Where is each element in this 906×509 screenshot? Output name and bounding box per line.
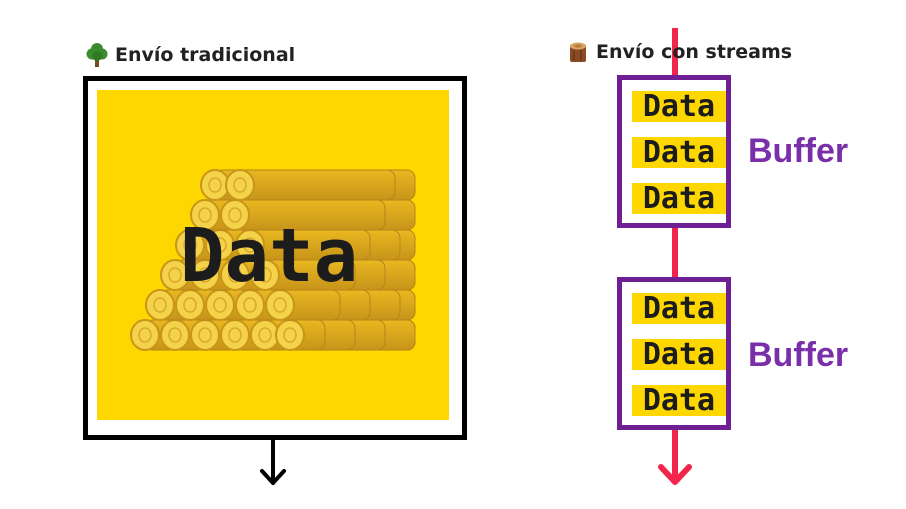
log-ring: [258, 327, 272, 343]
stream-down-arrow-icon: [658, 464, 692, 485]
buffer-label: Buffer: [748, 132, 849, 170]
traditional-down-arrow-icon: [260, 435, 286, 485]
buffer-label: Buffer: [748, 336, 849, 374]
log-ring: [228, 207, 242, 223]
log-end: [190, 199, 220, 231]
log-ring: [243, 237, 257, 253]
log-ring: [183, 297, 197, 313]
log-ring: [213, 297, 227, 313]
log-end: [175, 229, 205, 261]
streams-title: Envío con streams: [596, 41, 793, 63]
data-chunk: Data: [632, 293, 726, 324]
data-chunk: Data: [632, 385, 726, 416]
log-end: [145, 289, 175, 321]
data-chunk: Data: [632, 183, 726, 214]
log-ring: [168, 327, 182, 343]
log-ring: [243, 297, 257, 313]
log-ring: [183, 237, 197, 253]
log-end: [160, 259, 190, 291]
log-ring: [168, 267, 182, 283]
log-ring: [138, 327, 152, 343]
log-ring: [233, 177, 247, 193]
traditional-heading: Envío tradicional: [86, 43, 295, 67]
tree-icon: [86, 43, 108, 67]
log-ring: [198, 327, 212, 343]
log-icon: [570, 42, 586, 62]
buffer-box: Data Data Data: [617, 277, 731, 430]
log-ring: [258, 267, 272, 283]
streams-heading: Envío con streams: [567, 40, 792, 64]
log-ring: [228, 267, 242, 283]
buffer-box: Data Data Data: [617, 75, 731, 228]
data-chunk: Data: [632, 91, 726, 122]
log-end: [225, 169, 255, 201]
data-chunk: Data: [632, 137, 726, 168]
data-chunk: Data: [632, 339, 726, 370]
traditional-title: Envío tradicional: [115, 44, 296, 66]
log-ring: [283, 327, 297, 343]
log-pile-illustration: [130, 169, 416, 351]
log-ring: [213, 237, 227, 253]
log-end: [130, 319, 160, 351]
log-ring: [208, 177, 222, 193]
log-ring: [198, 207, 212, 223]
log-ring: [273, 297, 287, 313]
log-ring: [198, 267, 212, 283]
log-ring: [228, 327, 242, 343]
traditional-data-label: Data: [180, 213, 359, 299]
log-ring: [153, 297, 167, 313]
